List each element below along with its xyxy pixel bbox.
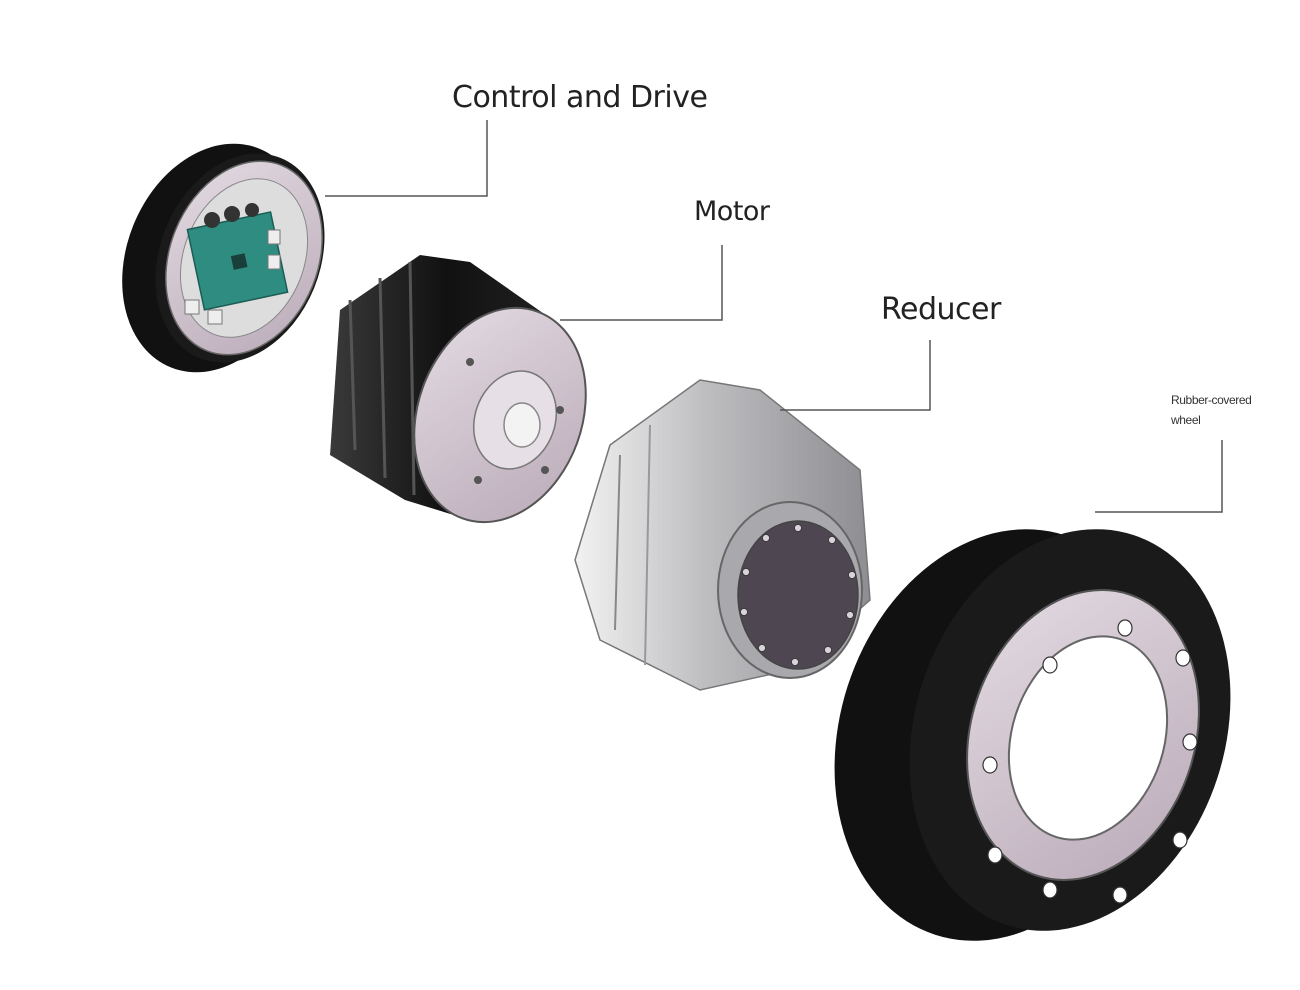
control-and-drive-label: Control and Drive — [452, 80, 708, 115]
reducer-label: Reducer — [881, 292, 1001, 327]
motor-part — [330, 255, 587, 524]
leader-lines — [325, 120, 1223, 513]
reducer-part — [574, 379, 871, 691]
leader-reducer — [780, 340, 931, 411]
leader-rubber-covered-wheel — [1095, 440, 1223, 513]
rubber-covered-wheel-label-line1: Rubber-covered — [1171, 393, 1252, 407]
control-and-drive-part — [122, 143, 325, 373]
rubber-covered-wheel-label: Rubber-covered wheel — [1171, 390, 1281, 430]
rubber-covered-wheel-part — [834, 529, 1231, 941]
leader-motor — [560, 245, 723, 321]
rubber-covered-wheel-label-line2: wheel — [1171, 413, 1201, 427]
leader-control-and-drive — [325, 120, 488, 197]
motor-label: Motor — [694, 196, 770, 227]
